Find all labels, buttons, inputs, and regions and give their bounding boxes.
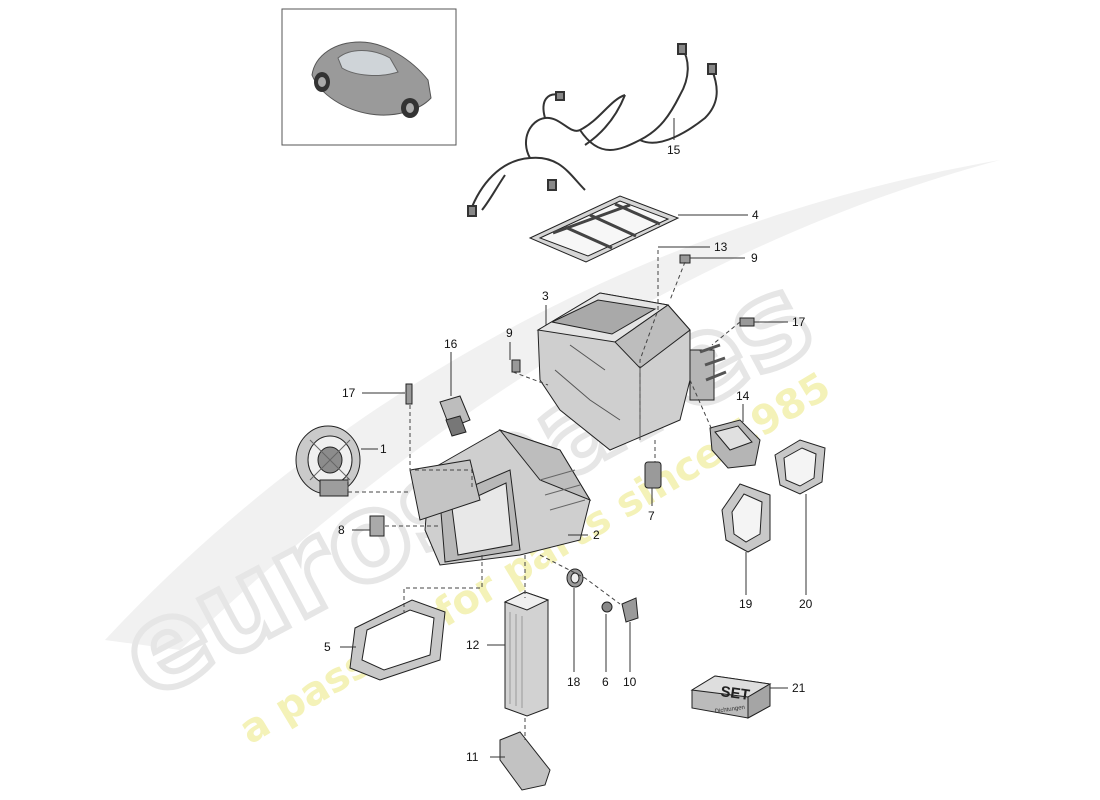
actuator-8-part — [369, 515, 385, 537]
callout-19: 19 — [739, 597, 753, 611]
cover-11-part — [499, 731, 551, 791]
housing-upper-part — [536, 292, 727, 451]
callout-9-left: 9 — [506, 326, 513, 340]
callout-9-right: 9 — [751, 251, 758, 265]
resistor-part — [439, 395, 471, 437]
parts-layer — [295, 43, 826, 791]
actuator-7-part — [644, 461, 662, 489]
set-box-title: SET — [719, 683, 750, 704]
callout-2: 2 — [593, 528, 600, 542]
actuator-14-part — [709, 419, 761, 469]
leader-lines — [340, 118, 807, 758]
grommet-18-part — [566, 568, 584, 588]
callout-17-left: 17 — [342, 386, 356, 400]
sensor-9-top-part — [679, 254, 691, 264]
blower-motor-part — [295, 425, 361, 497]
callout-21: 21 — [792, 681, 806, 695]
filter-frame-part — [528, 195, 680, 263]
set-box-subtitle: Dichtungen — [714, 705, 745, 715]
assembly-lines — [347, 250, 741, 740]
callout-4: 4 — [752, 208, 759, 222]
callout-3: 3 — [542, 289, 549, 303]
wiring-harness-part — [467, 43, 718, 217]
callout-18: 18 — [567, 675, 581, 689]
callout-7: 7 — [648, 509, 655, 523]
callout-20: 20 — [799, 597, 813, 611]
callout-11: 11 — [466, 750, 479, 764]
callout-17-right: 17 — [792, 315, 806, 329]
callout-12: 12 — [466, 638, 480, 652]
sensor-left-part — [405, 383, 413, 405]
bracket-10-part — [621, 597, 639, 623]
duct-19-part — [721, 483, 771, 553]
callout-15: 15 — [667, 143, 681, 157]
callout-16: 16 — [444, 337, 458, 351]
housing-main-part — [409, 428, 592, 566]
nut-6-part — [601, 601, 613, 613]
callout-14: 14 — [736, 389, 750, 403]
watermark-swoosh — [105, 160, 1000, 650]
callout-labels: 1 2 3 4 5 6 7 8 9 9 10 11 12 13 14 15 16… — [324, 143, 813, 764]
callout-13: 13 — [714, 240, 728, 254]
callout-5: 5 — [324, 640, 331, 654]
duct-20-part — [774, 439, 826, 495]
vehicle-thumbnail — [281, 8, 457, 146]
callout-8: 8 — [338, 523, 345, 537]
callout-6: 6 — [602, 675, 609, 689]
callout-1: 1 — [380, 442, 387, 456]
cabin-filter-12-part — [503, 591, 550, 717]
car-icon — [311, 41, 432, 118]
sensor-9-left-part — [511, 359, 521, 373]
seal-5-part — [349, 599, 446, 681]
set-box-21-part — [690, 675, 772, 719]
sensor-right-part — [739, 317, 755, 327]
callout-10: 10 — [623, 675, 637, 689]
